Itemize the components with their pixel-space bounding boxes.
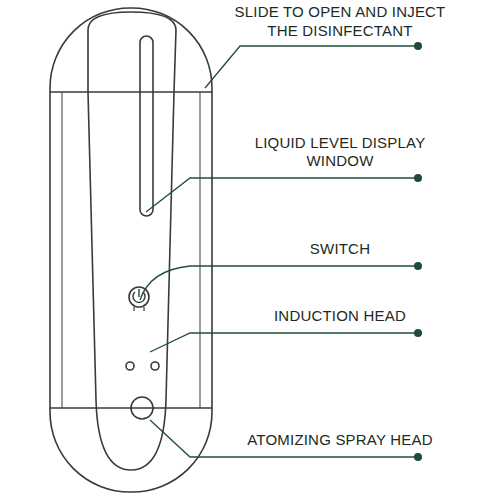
sensor-dot [126, 362, 134, 370]
leader-line [140, 266, 418, 300]
leader-dot [414, 42, 422, 50]
leader-dot [414, 453, 422, 461]
callout-label: INDUCTION HEAD [222, 307, 458, 326]
front-panel [88, 12, 176, 470]
leader-line [146, 178, 418, 212]
housing-band [50, 91, 212, 93]
leader-line [205, 46, 418, 88]
leader-dot [414, 174, 422, 182]
spray-head [131, 397, 153, 419]
callout-label: SWITCH [222, 240, 458, 259]
callout-label: SLIDE TO OPEN AND INJECT THE DISINFECTAN… [222, 3, 458, 41]
switch-icon [129, 287, 149, 311]
callout-label: LIQUID LEVEL DISPLAY WINDOW [222, 134, 458, 172]
housing-edge [62, 92, 200, 408]
level-window [140, 36, 153, 216]
callout-label: ATOMIZING SPRAY HEAD [222, 431, 458, 450]
leader-dot [414, 262, 422, 270]
sensor-dot [151, 362, 159, 370]
leader-line [150, 333, 418, 352]
housing-outline [50, 8, 212, 492]
leader-dot [414, 329, 422, 337]
